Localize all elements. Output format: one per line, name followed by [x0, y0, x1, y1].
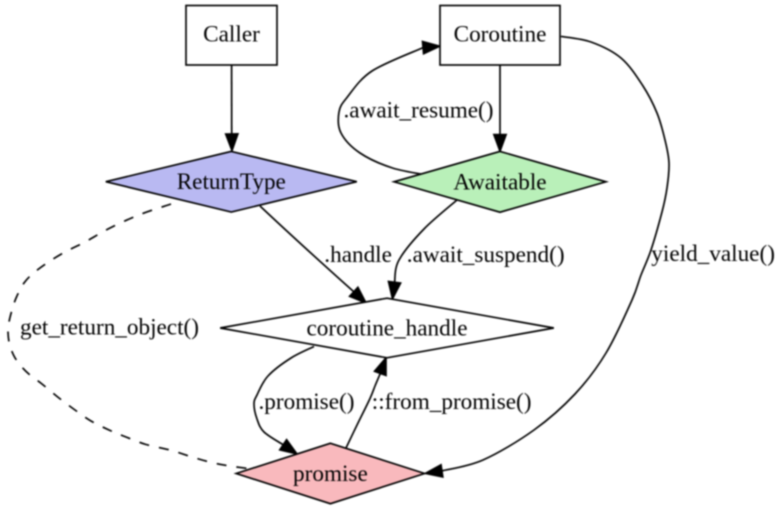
svg-text:.await_suspend(): .await_suspend() — [407, 242, 565, 268]
svg-text:Caller: Caller — [203, 22, 260, 48]
svg-text:.await_resume(): .await_resume() — [344, 98, 494, 124]
svg-text:coroutine_handle: coroutine_handle — [307, 316, 468, 342]
svg-text:::from_promise(): ::from_promise() — [372, 389, 532, 415]
svg-text:promise: promise — [293, 461, 368, 487]
svg-text:.promise(): .promise() — [259, 389, 355, 415]
svg-text:ReturnType: ReturnType — [177, 169, 286, 195]
svg-text:get_return_object(): get_return_object() — [20, 314, 199, 340]
svg-text:Awaitable: Awaitable — [453, 169, 546, 195]
svg-text:.handle: .handle — [324, 242, 392, 268]
svg-text:Coroutine: Coroutine — [454, 22, 547, 48]
svg-text:yield_value(): yield_value() — [651, 241, 775, 267]
